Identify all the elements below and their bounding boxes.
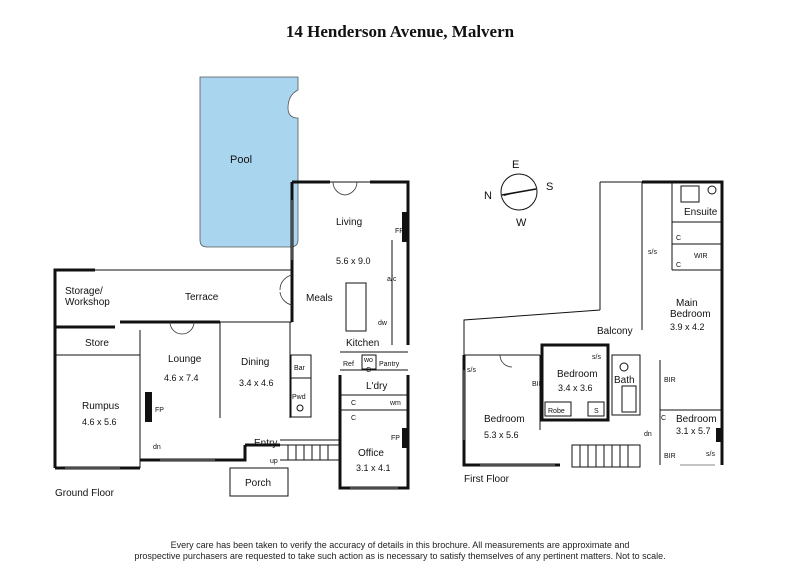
bedroom-left-dim: 5.3 x 5.6 — [484, 430, 519, 440]
wir-label: WIR — [694, 253, 708, 260]
wm-mark: wm — [389, 400, 401, 407]
storage-label-1: Storage/ — [65, 286, 103, 297]
fp-mark-office: FP — [391, 435, 400, 442]
office-dim: 3.1 x 4.1 — [356, 463, 391, 473]
pantry-label: Pantry — [379, 361, 400, 368]
dn-mark-ground: dn — [153, 444, 161, 451]
dining-dim: 3.4 x 4.6 — [239, 378, 274, 388]
balcony-label: Balcony — [597, 326, 633, 337]
lounge-label: Lounge — [168, 354, 202, 365]
robe-label: Robe — [548, 408, 565, 415]
ss-mark-main: s/s — [648, 249, 657, 256]
ensuite-label: Ensuite — [684, 207, 718, 218]
dw-mark: dw — [378, 320, 388, 327]
bedroom-right-dim: 3.1 x 5.7 — [676, 426, 711, 436]
living-dim: 5.6 x 9.0 — [336, 256, 371, 266]
compass-n: N — [484, 190, 492, 202]
c-mark-first: C — [661, 415, 666, 422]
wo-mark: wo — [363, 357, 373, 364]
main-bedroom-dim: 3.9 x 4.2 — [670, 322, 705, 332]
main-bedroom-label-2: Bedroom — [670, 309, 711, 320]
store-label: Store — [85, 338, 109, 349]
compass-e: E — [512, 159, 519, 171]
page-title: 14 Henderson Avenue, Malvern — [285, 22, 515, 41]
c-mark-ldry: C — [351, 400, 356, 407]
c-mark-wir: C — [676, 262, 681, 269]
porch-label: Porch — [245, 478, 271, 489]
first-floor-plan — [462, 180, 724, 468]
bir-mark-right: BIR — [664, 377, 676, 384]
living-label: Living — [336, 217, 362, 228]
ref-label: Ref — [343, 361, 354, 368]
c-mark-kitchen: C — [366, 367, 371, 374]
disclaimer-line-2: prospective purchasers are requested to … — [134, 551, 666, 561]
dn-mark-first: dn — [644, 431, 652, 438]
bath-label: Bath — [614, 375, 635, 386]
ground-floor-plan — [53, 180, 410, 497]
c-mark-office: C — [351, 415, 356, 422]
rumpus-label: Rumpus — [82, 401, 119, 412]
storage-label-2: Workshop — [65, 297, 110, 308]
ground-floor-label: Ground Floor — [55, 488, 115, 499]
ss-mark-mid: s/s — [592, 354, 601, 361]
ss-mark-right: s/s — [706, 451, 715, 458]
disclaimer-line-1: Every care has been taken to verify the … — [170, 540, 630, 550]
rumpus-dim: 4.6 x 5.6 — [82, 417, 117, 427]
compass-s: S — [546, 181, 553, 193]
c-mark-ensuite: C — [676, 235, 681, 242]
bedroom-left-label: Bedroom — [484, 414, 525, 425]
kitchen-label: Kitchen — [346, 338, 379, 349]
terrace-label: Terrace — [185, 292, 219, 303]
up-mark: up — [270, 458, 278, 465]
entry-label: Entry — [254, 438, 277, 449]
first-floor-stairs — [571, 444, 641, 468]
compass: E N S W — [484, 159, 553, 229]
dining-label: Dining — [241, 357, 269, 368]
bar-label: Bar — [294, 365, 306, 372]
bedroom-right-label: Bedroom — [676, 414, 717, 425]
fp-mark-living: FP — [395, 228, 404, 235]
first-floor-label: First Floor — [464, 474, 510, 485]
main-bedroom-label-1: Main — [676, 298, 698, 309]
compass-w: W — [516, 217, 527, 229]
floor-plan: Pool — [53, 76, 724, 499]
pool-shape — [199, 76, 299, 248]
bir-mark-left: BIR — [532, 381, 544, 388]
office-label: Office — [358, 448, 384, 459]
bir-mark-bottom: BIR — [664, 453, 676, 460]
bedroom-mid-label: Bedroom — [557, 369, 598, 380]
ac-mark: a/c — [387, 276, 397, 283]
meals-label: Meals — [306, 293, 333, 304]
fp-mark-lounge: FP — [155, 407, 164, 414]
disclaimer: Every care has been taken to verify the … — [100, 540, 700, 562]
pwd-label: Pwd — [292, 394, 306, 401]
lounge-dim: 4.6 x 7.4 — [164, 373, 199, 383]
bedroom-mid-dim: 3.4 x 3.6 — [558, 383, 593, 393]
pool-label: Pool — [230, 154, 252, 166]
entry-stairs — [280, 444, 340, 461]
ss-mark-left: s/s — [467, 367, 476, 374]
ldry-label: L'dry — [366, 381, 387, 392]
s-mark: S — [594, 408, 599, 415]
